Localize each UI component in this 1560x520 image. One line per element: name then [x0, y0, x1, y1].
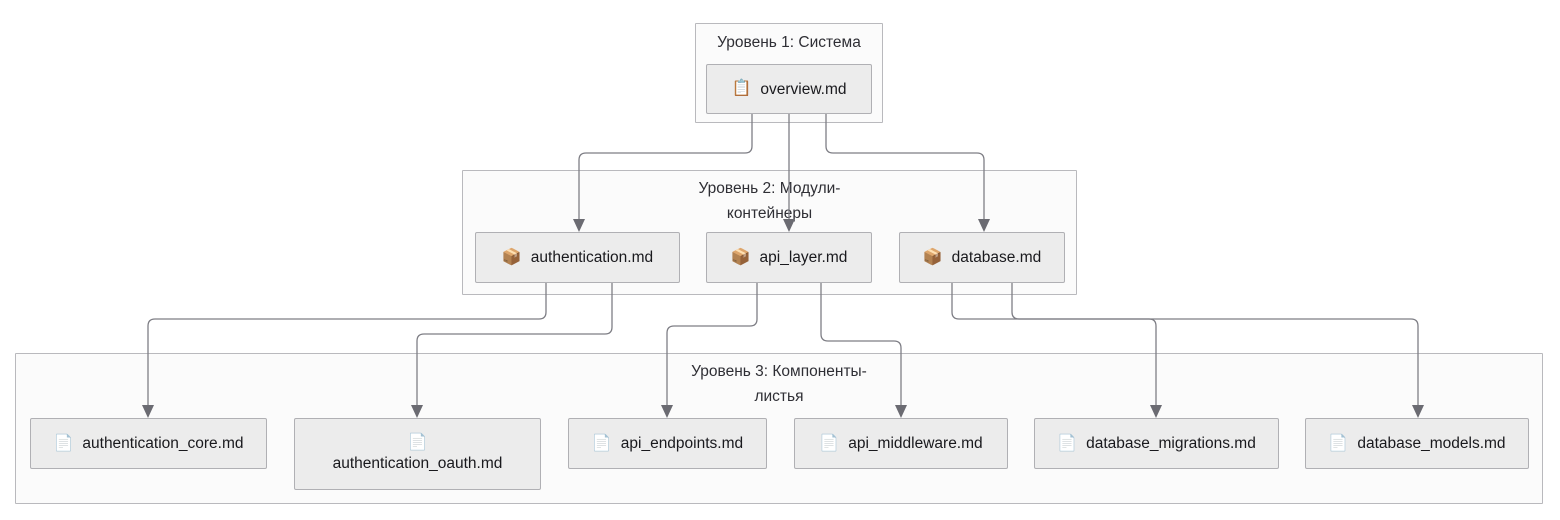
node-api-endpoints-content: 📄 api_endpoints.md	[582, 433, 753, 454]
node-overview-label: overview.md	[760, 80, 847, 98]
node-database-label: database.md	[951, 249, 1042, 266]
document-icon: 📄	[591, 434, 612, 452]
cluster-level-3-label: Уровень 3: Компоненты- листья	[691, 363, 867, 405]
document-icon: 📄	[1057, 434, 1078, 452]
node-api-layer-content: 📦 api_layer.md	[721, 247, 858, 268]
node-api-middleware-content: 📄 api_middleware.md	[809, 433, 992, 454]
node-authentication[interactable]: 📦 authentication.md	[475, 232, 680, 283]
node-api-middleware-label: api_middleware.md	[848, 435, 983, 452]
node-database-models-label: database_models.md	[1357, 435, 1506, 452]
node-api-endpoints[interactable]: 📄 api_endpoints.md	[568, 418, 767, 469]
package-icon: 📦	[501, 248, 522, 266]
node-authentication-core-content: 📄 authentication_core.md	[43, 433, 253, 454]
node-overview[interactable]: 📋 overview.md	[706, 64, 872, 114]
node-database[interactable]: 📦 database.md	[899, 232, 1065, 283]
node-authentication-oauth-content: 📄 authentication_oauth.md	[323, 433, 513, 474]
clipboard-icon: 📋	[731, 80, 752, 97]
node-authentication-core-label: authentication_core.md	[82, 435, 244, 452]
node-api-layer[interactable]: 📦 api_layer.md	[706, 232, 872, 283]
document-icon: 📄	[1328, 434, 1349, 452]
document-icon: 📄	[53, 434, 74, 452]
node-authentication-oauth-label: authentication_oauth.md	[332, 454, 503, 472]
node-overview-content: 📋 overview.md	[721, 79, 856, 100]
node-authentication-content: 📦 authentication.md	[492, 247, 663, 268]
cluster-level-2-label: Уровень 2: Модули- контейнеры	[698, 180, 841, 222]
cluster-level-1-label: Уровень 1: Система	[717, 34, 861, 51]
node-authentication-label: authentication.md	[530, 249, 654, 266]
node-database-content: 📦 database.md	[913, 247, 1052, 268]
document-icon: 📄	[407, 433, 428, 451]
node-database-migrations-label: database_migrations.md	[1086, 435, 1256, 452]
node-authentication-core[interactable]: 📄 authentication_core.md	[30, 418, 267, 469]
node-database-migrations[interactable]: 📄 database_migrations.md	[1034, 418, 1279, 469]
node-authentication-oauth[interactable]: 📄 authentication_oauth.md	[294, 418, 541, 490]
node-api-endpoints-label: api_endpoints.md	[620, 435, 744, 452]
node-database-migrations-content: 📄 database_migrations.md	[1047, 433, 1266, 454]
node-api-middleware[interactable]: 📄 api_middleware.md	[794, 418, 1008, 469]
package-icon: 📦	[730, 248, 751, 266]
document-icon: 📄	[819, 434, 840, 452]
node-api-layer-label: api_layer.md	[759, 249, 848, 266]
package-icon: 📦	[922, 248, 943, 266]
node-database-models-content: 📄 database_models.md	[1318, 433, 1515, 454]
node-database-models[interactable]: 📄 database_models.md	[1305, 418, 1529, 469]
